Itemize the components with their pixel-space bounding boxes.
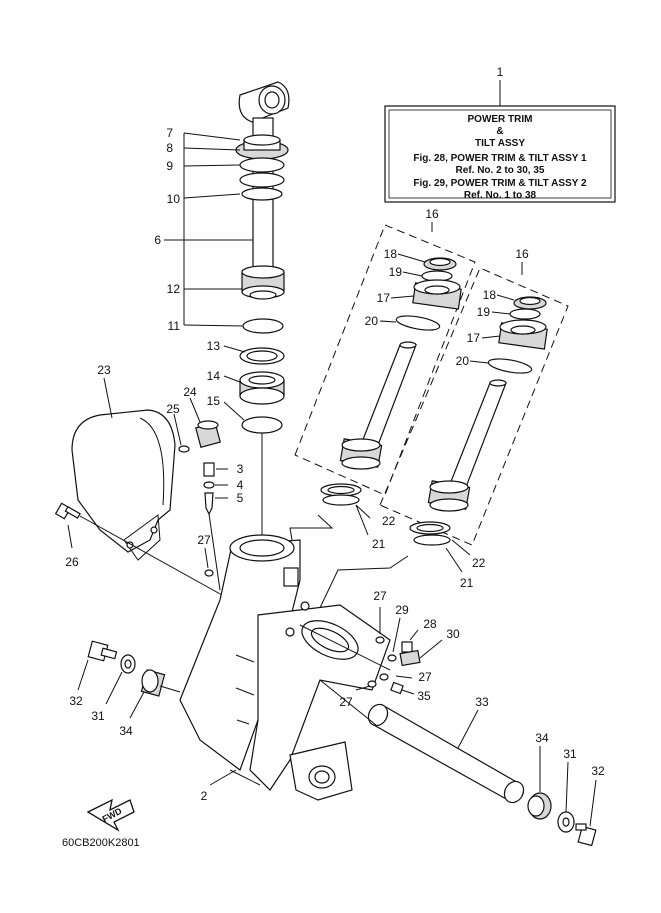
label-32-right: 32 bbox=[591, 764, 605, 778]
box-line-7: Ref. No. 1 to 38 bbox=[464, 190, 537, 201]
label-35: 35 bbox=[417, 689, 431, 703]
box-line-1: POWER TRIM bbox=[468, 114, 533, 125]
label-15: 15 bbox=[207, 394, 221, 408]
left-shaft-hardware bbox=[77, 640, 181, 719]
label-11: 11 bbox=[168, 319, 181, 333]
box-line-2: & bbox=[496, 126, 503, 137]
drawing-code: 60CB200K2801 bbox=[62, 837, 140, 849]
label-17-right: 17 bbox=[467, 331, 481, 345]
tilt-pin-33 bbox=[319, 679, 597, 847]
label-6: 6 bbox=[154, 233, 161, 247]
label-16-left: 16 bbox=[425, 207, 439, 221]
box-line-4: Fig. 28, POWER TRIM & TILT ASSY 1 bbox=[413, 153, 587, 164]
fwd-arrow-icon: FWD bbox=[86, 798, 135, 832]
trim-cylinder-leaders bbox=[289, 504, 471, 613]
label-9: 9 bbox=[166, 159, 173, 173]
label-31-left: 31 bbox=[91, 709, 105, 723]
label-27-a: 27 bbox=[197, 533, 211, 547]
label-3: 3 bbox=[237, 462, 244, 476]
label-34-right: 34 bbox=[535, 731, 549, 745]
label-21-left: 21 bbox=[372, 537, 386, 551]
label-16-right: 16 bbox=[515, 247, 529, 261]
valve-parts bbox=[173, 397, 228, 591]
label-20-left: 20 bbox=[365, 314, 379, 328]
label-7: 7 bbox=[166, 126, 173, 140]
label-5: 5 bbox=[237, 491, 244, 505]
label-14: 14 bbox=[207, 369, 221, 383]
label-27-d: 27 bbox=[339, 695, 353, 709]
label-31-right: 31 bbox=[563, 747, 577, 761]
label-23: 23 bbox=[97, 363, 111, 377]
label-leaders-left bbox=[164, 132, 253, 421]
label-19-left: 19 bbox=[389, 265, 403, 279]
label-18-left: 18 bbox=[384, 247, 398, 261]
bolt-26 bbox=[54, 502, 241, 606]
label-1: 1 bbox=[497, 65, 504, 79]
part-labels: 7 8 9 10 6 12 11 13 14 15 16 18 19 17 20… bbox=[65, 126, 605, 803]
box-line-3: TILT ASSY bbox=[475, 138, 525, 149]
label-25: 25 bbox=[166, 402, 180, 416]
label-29: 29 bbox=[395, 603, 409, 617]
label-27-b: 27 bbox=[373, 589, 387, 603]
label-34-left: 34 bbox=[119, 724, 133, 738]
small-fittings bbox=[204, 547, 443, 695]
label-8: 8 bbox=[166, 141, 173, 155]
label-2: 2 bbox=[201, 789, 208, 803]
label-27-c: 27 bbox=[418, 670, 432, 684]
label-10: 10 bbox=[167, 192, 181, 206]
label-17-left: 17 bbox=[377, 291, 391, 305]
assembly-info-box: 1 POWER TRIM & TILT ASSY Fig. 28, POWER … bbox=[384, 65, 616, 203]
tilt-cylinder-rod-assy bbox=[235, 81, 290, 540]
label-4: 4 bbox=[237, 478, 244, 492]
box-line-6: Fig. 29, POWER TRIM & TILT ASSY 2 bbox=[413, 178, 587, 189]
cover-23 bbox=[71, 377, 176, 561]
label-18-right: 18 bbox=[483, 288, 497, 302]
label-19-right: 19 bbox=[477, 305, 491, 319]
label-20-right: 20 bbox=[456, 354, 470, 368]
box-line-5: Ref. No. 2 to 30, 35 bbox=[456, 165, 545, 176]
trim-cylinder-assy-right bbox=[379, 267, 569, 546]
trim-cylinder-assy-left bbox=[294, 224, 476, 506]
label-22-right: 22 bbox=[472, 556, 486, 570]
label-24: 24 bbox=[183, 385, 197, 399]
label-13: 13 bbox=[207, 339, 221, 353]
label-22-left: 22 bbox=[382, 514, 396, 528]
label-28: 28 bbox=[423, 617, 437, 631]
label-12: 12 bbox=[167, 282, 181, 296]
label-30: 30 bbox=[446, 627, 460, 641]
label-33: 33 bbox=[475, 695, 489, 709]
label-32-left: 32 bbox=[69, 694, 83, 708]
label-21-right: 21 bbox=[460, 576, 474, 590]
main-cylinder-body-2 bbox=[179, 534, 391, 801]
label-26: 26 bbox=[65, 555, 79, 569]
